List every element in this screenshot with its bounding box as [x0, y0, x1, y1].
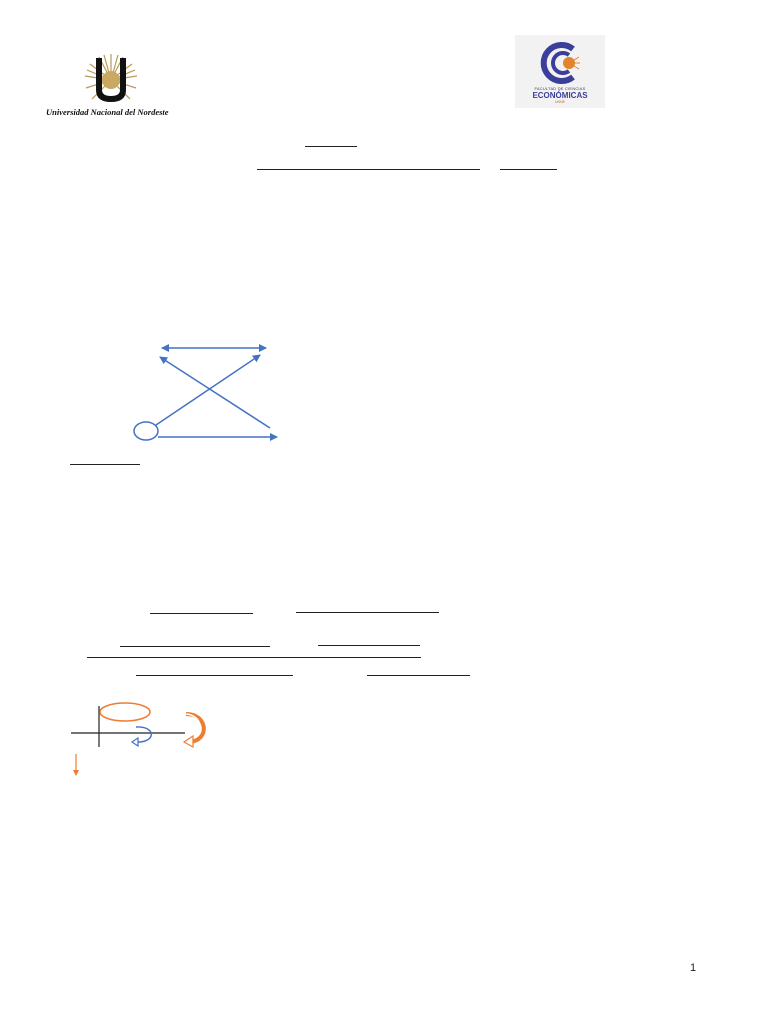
unne-emblem-icon — [84, 54, 138, 102]
title-underline — [305, 146, 357, 147]
university-caption: Universidad Nacional del Nordeste — [46, 107, 169, 117]
faculty-logo-line3: UNNE — [555, 100, 565, 104]
blue-curved-arrow-icon — [135, 726, 152, 743]
faculty-logo: FACULTAD DE CIENCIAS ECONÓMICAS UNNE — [515, 35, 605, 108]
faculty-logo-line1: FACULTAD DE CIENCIAS — [534, 86, 586, 91]
underline-row4-a — [136, 675, 293, 676]
unne-logo — [78, 52, 148, 108]
underline-row1-a — [150, 613, 253, 614]
axis-sketch — [71, 702, 206, 776]
arrow-diagonal-up — [155, 354, 261, 426]
subtitle-underline-short — [500, 169, 557, 170]
underline-row2-b — [318, 645, 420, 646]
underline-row1-b — [296, 612, 439, 613]
subtitle-underline-long — [257, 169, 480, 170]
page-number: 1 — [690, 962, 697, 974]
fce-emblem-icon — [540, 42, 580, 84]
origin-node-ellipse — [133, 421, 159, 441]
orange-down-arrow-icon — [73, 770, 79, 776]
faculty-logo-line2: ECONÓMICAS — [532, 91, 588, 100]
cross-arrow-diagram — [133, 344, 278, 441]
underline-row3 — [87, 657, 421, 658]
arrow-diagonal-down — [159, 356, 271, 429]
underline-row4-b — [367, 675, 470, 676]
orange-curved-arrow-icon — [185, 712, 206, 744]
diagram-caption-underline — [70, 464, 140, 465]
underline-row2-a — [120, 646, 270, 647]
orange-ellipse — [99, 702, 151, 722]
